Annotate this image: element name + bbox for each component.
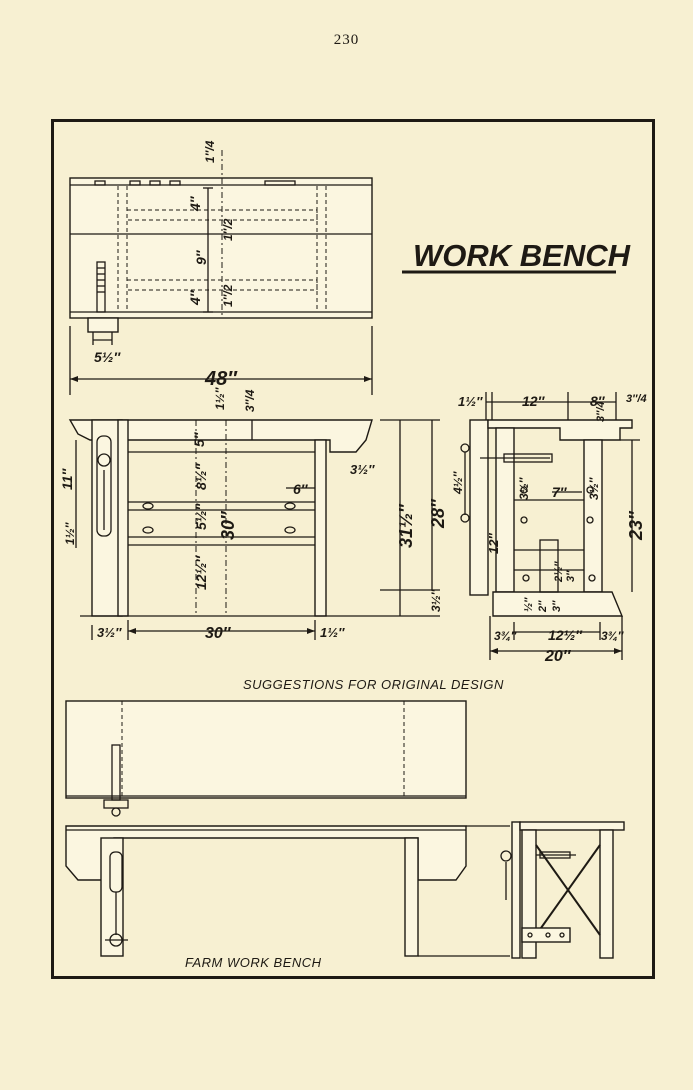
farm-bench-front-view: [65, 825, 510, 957]
dim-half-b: 1″/2: [221, 284, 235, 307]
dim-4-b: 4″: [187, 289, 203, 306]
dim-30-horizontal: 30″: [205, 625, 232, 642]
dim-5-half-front: 5½″: [193, 503, 209, 530]
end-dim-12-b: 12″: [486, 533, 501, 554]
end-dim-7: 7″: [552, 484, 568, 500]
plate-border: [51, 119, 655, 979]
right-leg: [314, 439, 327, 617]
front-view: 1½″ 3″/4 5″ 8½″ 5½″ 30″ 12½″ 6″ 3½″ 11″ …: [59, 386, 448, 642]
end-dim-2-half: 2½″: [553, 561, 565, 583]
dim-three-quarter: 3″/4: [243, 389, 257, 412]
end-dim-23: 23″: [626, 510, 646, 541]
end-dim-3: 3″: [551, 600, 563, 612]
end-dim-8: 8″: [590, 393, 606, 409]
end-leg-right: [583, 439, 603, 593]
bench-top-plan: [69, 177, 373, 319]
dim-3-half-floor: 3½″: [429, 588, 443, 612]
end-leg-left: [495, 427, 515, 593]
top-view: 1″/4 4″ 9″ 4″ 1″/2 1″/2 5½″ 48″: [69, 140, 373, 395]
title: WORK BENCH: [413, 238, 631, 273]
dim-half-a: 1″/2: [221, 218, 235, 241]
end-dim-4-half: 4½″: [451, 470, 465, 495]
end-dim-20: 20″: [544, 648, 572, 665]
dim-6: 6″: [293, 481, 309, 497]
dim-1-half-left: 1½″: [63, 521, 77, 545]
farm-bench-end-view: [500, 821, 625, 959]
bench-top-front: [68, 419, 373, 453]
end-dim-3-three-quarter-left: 3¾″: [494, 629, 518, 643]
end-dim-3-half-b: 3½″: [587, 476, 601, 500]
caption-farm-work-bench: FARM WORK BENCH: [185, 955, 322, 970]
end-dim-three-quarter-a: 3″/4: [626, 393, 647, 405]
dim-28: 28″: [428, 498, 448, 529]
dim-11: 11″: [59, 467, 75, 490]
dim-5-half: 5½″: [94, 349, 121, 365]
end-view: 1½″ 12″ 8″ 3″/4 3″/4 4½″ 3½″ 7″ 3½″ 23″ …: [451, 392, 647, 665]
end-dim-half: ½″: [523, 597, 535, 612]
vise-jaw-icon: [87, 317, 119, 333]
dim-48: 48″: [204, 368, 238, 390]
end-dim-3-half-a: 3½″: [517, 476, 531, 500]
title-block: WORK BENCH: [402, 238, 631, 274]
dim-4-a: 4″: [187, 195, 203, 212]
dim-3-half-bottom: 3½″: [97, 625, 122, 640]
end-vise-screw-icon: [503, 453, 553, 463]
end-apron: [469, 419, 489, 596]
end-dim-1-half: 1½″: [458, 394, 483, 409]
end-dim-three-quarter-b: 3″/4: [595, 401, 607, 422]
dim-12-half: 12½″: [193, 555, 209, 590]
dim-8-half: 8½″: [193, 463, 209, 490]
dim-quarter: 1″/4: [203, 140, 217, 163]
dim-3-half-right: 3½″: [350, 462, 375, 477]
dim-5: 5″: [191, 431, 207, 447]
front-vise-icon: [96, 435, 112, 537]
farm-bench-top-view: [65, 700, 467, 817]
page-number: 230: [333, 32, 360, 48]
farm-right-leg: [404, 837, 419, 957]
end-dim-3-c: 3″: [565, 570, 577, 582]
dim-1-half-bottom: 1½″: [320, 625, 345, 640]
farm-end-vise-screw-icon: [539, 851, 571, 859]
end-dim-2: 2″: [537, 600, 549, 613]
caption-suggestions: SUGGESTIONS FOR ORIGINAL DESIGN: [243, 677, 504, 692]
end-dim-12-half: 12½″: [548, 627, 583, 643]
dim-31-half: 31½″: [396, 503, 416, 548]
farm-left-leg: [100, 837, 124, 957]
end-dim-12: 12″: [522, 393, 546, 409]
dim-30-vertical: 30″: [218, 510, 238, 540]
dim-9: 9″: [193, 249, 209, 265]
dim-1-half-top: 1½″: [213, 386, 227, 410]
vise-screw-icon: [96, 261, 106, 313]
end-dim-3-three-quarter-right: 3¾″: [601, 629, 625, 643]
